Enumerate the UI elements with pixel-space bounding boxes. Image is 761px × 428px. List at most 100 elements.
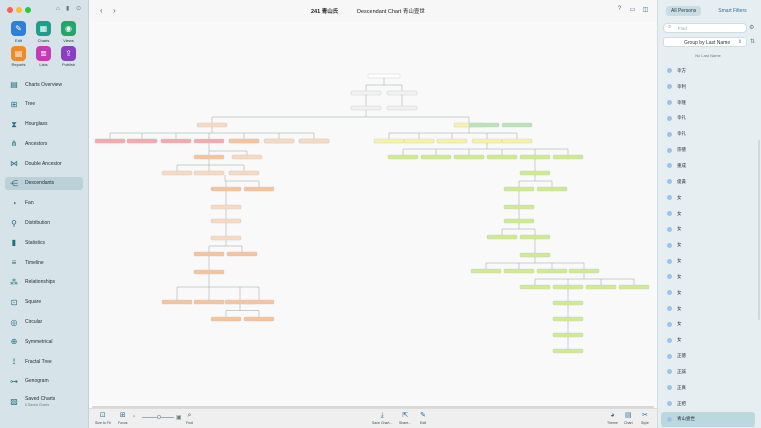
style-button[interactable]: ✂ Style [641, 412, 649, 425]
list-item[interactable]: 女 [661, 285, 755, 301]
person-node[interactable] [263, 138, 295, 144]
sidebar-item-tree[interactable]: ⊞Tree [5, 98, 83, 111]
person-node[interactable] [193, 299, 225, 305]
list-item[interactable]: 宗徳 [661, 142, 755, 158]
person-node[interactable] [468, 122, 500, 128]
help-icon[interactable]: ? [617, 6, 622, 12]
person-node[interactable] [243, 299, 275, 305]
tab-all-persons[interactable]: All Persons [666, 6, 702, 16]
list-item[interactable]: 正徳 [661, 348, 755, 364]
zoom-out-icon[interactable]: ▫ [133, 414, 136, 420]
list-item[interactable]: 正誠 [661, 364, 755, 380]
sidebar-item-distribution[interactable]: ⚲Distribution [5, 217, 83, 230]
person-node[interactable] [161, 299, 193, 305]
list-item[interactable]: 重成 [661, 158, 755, 174]
person-node[interactable] [403, 138, 435, 144]
person-node[interactable] [519, 170, 551, 176]
person-node[interactable] [228, 138, 260, 144]
list-item[interactable]: 女 [661, 317, 755, 333]
person-search-icon[interactable]: ⊙ [76, 6, 82, 12]
share-button[interactable]: ⇱ Share... [399, 412, 412, 425]
focus-button[interactable]: ⊞ Focus [118, 412, 128, 425]
person-node[interactable] [94, 138, 126, 144]
person-node[interactable] [585, 284, 617, 290]
person-node[interactable] [193, 138, 225, 144]
person-node[interactable] [387, 154, 419, 160]
list-item[interactable]: 青山壹世 [661, 411, 755, 428]
person-node[interactable] [501, 138, 533, 144]
descendant-chart[interactable] [89, 21, 657, 407]
sidebar-item-ancestors[interactable]: ⋔Ancestors [5, 137, 83, 150]
list-item[interactable]: 女 [661, 237, 755, 253]
person-node[interactable] [193, 269, 225, 275]
sidebar-item-fan[interactable]: ◔Fan [5, 197, 83, 210]
zoom-window-button[interactable] [25, 7, 31, 13]
list-item[interactable]: 女 [661, 190, 755, 206]
person-node[interactable] [126, 138, 158, 144]
person-node[interactable] [519, 284, 551, 290]
list-item[interactable]: 正真 [661, 380, 755, 396]
person-node[interactable] [386, 105, 418, 111]
list-item[interactable]: 女 [661, 253, 755, 269]
list-item[interactable]: 女 [661, 206, 755, 222]
person-node[interactable] [552, 284, 584, 290]
list-item[interactable]: 女 [661, 332, 755, 348]
person-node[interactable] [420, 154, 452, 160]
sidebar-item-double-ancestor[interactable]: ⋈Double Ancestor [5, 157, 83, 170]
person-node[interactable] [453, 154, 485, 160]
person-node[interactable] [552, 332, 584, 338]
person-node[interactable] [210, 218, 242, 224]
person-node[interactable] [519, 154, 551, 160]
theme-button[interactable]: ◕ Theme [607, 412, 618, 425]
edit-chart-button[interactable]: ✎ Edit [420, 412, 427, 425]
vertical-scrollbar[interactable] [758, 140, 760, 320]
horizontal-scrollbar[interactable] [92, 406, 654, 408]
person-node[interactable] [552, 300, 584, 306]
sidebar-item-square[interactable]: ⊡Square [5, 296, 83, 309]
group-by-select[interactable]: Group by Last Name ⇕ [663, 37, 747, 47]
person-node[interactable] [226, 251, 258, 257]
tag-icon[interactable]: ⌂ [56, 6, 60, 12]
person-node[interactable] [243, 186, 275, 192]
tool-lists-button[interactable]: ≣Lists [31, 45, 56, 67]
sidebar-item-charts-overview[interactable]: ▤Charts Overview [5, 78, 83, 91]
person-node[interactable] [243, 316, 275, 322]
person-node[interactable] [210, 186, 242, 192]
forward-chevron-icon[interactable]: › [113, 6, 116, 15]
list-item[interactable]: 女 [661, 269, 755, 285]
chart-canvas[interactable] [89, 21, 657, 407]
list-item[interactable]: 女 [661, 301, 755, 317]
zoom-slider[interactable] [142, 415, 174, 419]
tool-publish-button[interactable]: ⇪Publish [56, 45, 81, 67]
person-node[interactable] [210, 316, 242, 322]
list-item[interactable]: 幸礼 [661, 111, 755, 127]
person-node[interactable] [193, 154, 225, 160]
person-node[interactable] [618, 284, 650, 290]
person-node[interactable] [350, 105, 382, 111]
person-node[interactable] [568, 268, 600, 274]
save-chart-button[interactable]: ⤓ Save Chart... [372, 412, 393, 425]
root-person-node[interactable] [367, 73, 401, 79]
sidebar-item-timeline[interactable]: ≡Timeline [5, 256, 83, 269]
person-node[interactable] [486, 154, 518, 160]
sidebar-item-hourglass[interactable]: ⧗Hourglass [5, 118, 83, 131]
sidebar-item-genogram[interactable]: ⊶Genogram [5, 375, 83, 388]
person-search-input[interactable]: ⌕ Find [663, 23, 747, 33]
sidebar-item-symmetrical[interactable]: ⊕Symmetrical [5, 335, 83, 348]
list-item[interactable]: 俊貴 [661, 174, 755, 190]
person-node[interactable] [552, 316, 584, 322]
person-node[interactable] [193, 170, 225, 176]
person-node[interactable] [231, 154, 263, 160]
person-node[interactable] [503, 268, 535, 274]
person-node[interactable] [536, 268, 568, 274]
person-node[interactable] [298, 138, 330, 144]
tool-charts-button[interactable]: ▦Charts [31, 21, 56, 43]
sidebar-item-fractal-tree[interactable]: ⟟Fractal Tree [5, 355, 83, 368]
zoom-in-icon[interactable]: ▣ [176, 415, 182, 421]
person-node[interactable] [193, 251, 225, 257]
list-item[interactable]: 幸隆 [661, 95, 755, 111]
person-node[interactable] [552, 348, 584, 354]
back-chevron-icon[interactable]: ‹ [100, 6, 103, 15]
list-item[interactable]: 幸利 [661, 79, 755, 95]
